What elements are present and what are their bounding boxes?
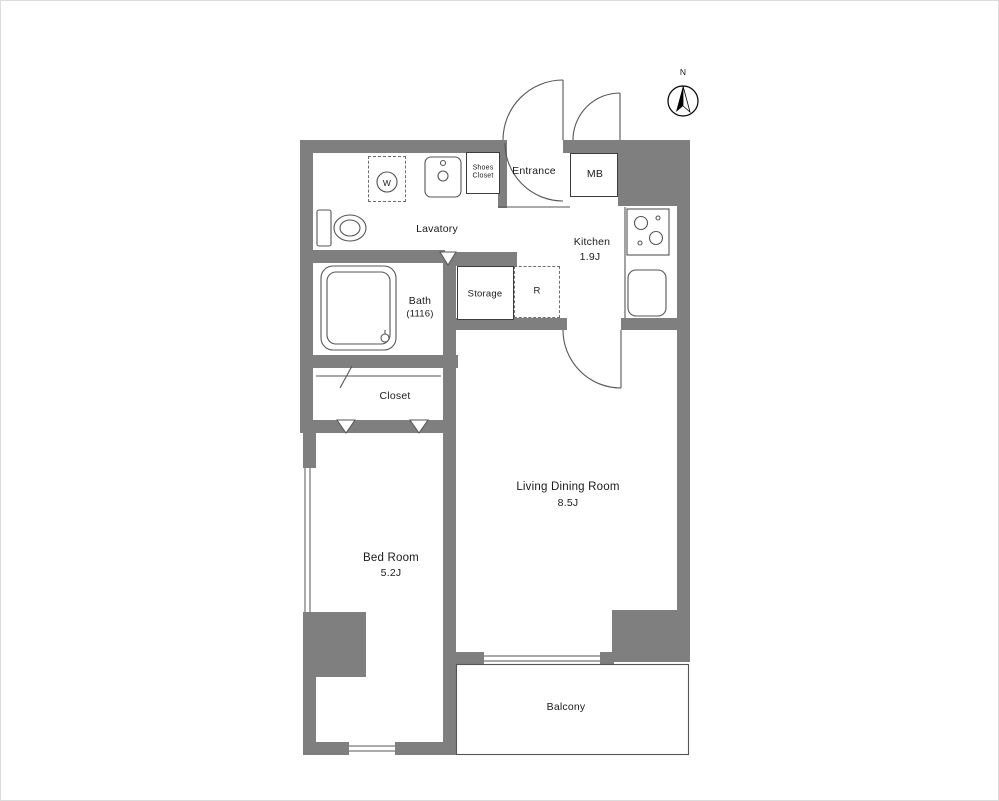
meter-box — [570, 153, 618, 197]
bedroom-label: Bed Room — [363, 552, 419, 564]
entrance-door-arc — [502, 79, 564, 202]
storage-box — [457, 266, 514, 320]
wall-center-divider — [443, 252, 456, 755]
wall-left-closet — [300, 355, 313, 433]
shoes-closet-label: Shoes Closet — [472, 164, 494, 179]
wall-bedroom-bottom-left — [303, 742, 349, 755]
wall-top-left — [300, 140, 498, 153]
wall-bedroom-bottom-right — [395, 742, 455, 755]
washer-label: W — [382, 178, 392, 188]
kitchen-size-label: 1.9J — [579, 251, 601, 263]
washer-drum-icon — [376, 171, 398, 193]
pillar-top-right — [618, 140, 690, 206]
kitchen-sink-icon — [627, 269, 667, 317]
mb-label: MB — [586, 168, 604, 180]
wall-right — [677, 203, 690, 615]
wall-entrance-left — [498, 140, 507, 208]
closet-opening-chevron-right — [409, 419, 429, 434]
wall-bedroom-left-top — [303, 420, 316, 468]
wall-lavatory-bath-divider — [300, 250, 445, 263]
lavatory-label: Lavatory — [416, 223, 458, 235]
entrance-label: Entrance — [512, 165, 556, 177]
bedroom-bottom-window — [349, 742, 395, 755]
wall-bedroom-left-bottom — [303, 674, 316, 755]
toilet-icon — [316, 209, 367, 247]
bath-label: Bath — [408, 295, 432, 307]
compass-n-label: N — [679, 67, 687, 77]
wall-ldr-bottom-left — [456, 652, 484, 664]
living-dining-size-label: 8.5J — [557, 497, 579, 509]
closet-opening-chevron-left — [336, 419, 356, 434]
storage-label: Storage — [467, 288, 503, 300]
wall-bath-closet-divider — [300, 355, 458, 368]
living-dining-label: Living Dining Room — [516, 481, 620, 493]
refrigerator-box — [514, 266, 560, 318]
stove-icon — [626, 208, 670, 256]
wall-kitchen-ldr-right — [621, 318, 677, 330]
wall-kitchen-ldr-left — [455, 318, 567, 330]
balcony-outline — [455, 663, 690, 756]
refrigerator-label: R — [533, 285, 541, 297]
kitchen-door-arc — [562, 329, 622, 389]
closet-label: Closet — [379, 390, 411, 402]
wall-storage-top — [443, 252, 517, 266]
closet-rod — [316, 365, 441, 389]
bath-opening-chevron — [439, 251, 457, 266]
meter-box-door-arc — [572, 92, 621, 141]
lavatory-sink-icon — [424, 156, 462, 198]
bathtub-icon — [320, 265, 397, 351]
pillar-bottom-right — [612, 610, 690, 662]
kitchen-label: Kitchen — [573, 236, 611, 248]
shoes-closet-box — [466, 152, 500, 194]
wall-ldr-bottom-right — [600, 652, 614, 664]
wall-left-mid — [300, 250, 313, 368]
ldr-balcony-window — [484, 655, 600, 662]
compass-icon — [667, 85, 699, 117]
wall-left-upper — [300, 140, 313, 262]
bedroom-left-window — [303, 468, 316, 612]
wall-top-mid — [563, 140, 622, 153]
bath-size-label: (1116) — [406, 308, 434, 320]
balcony-label: Balcony — [546, 701, 586, 713]
bedroom-size-label: 5.2J — [380, 567, 402, 579]
pillar-bedroom-left — [303, 612, 366, 677]
